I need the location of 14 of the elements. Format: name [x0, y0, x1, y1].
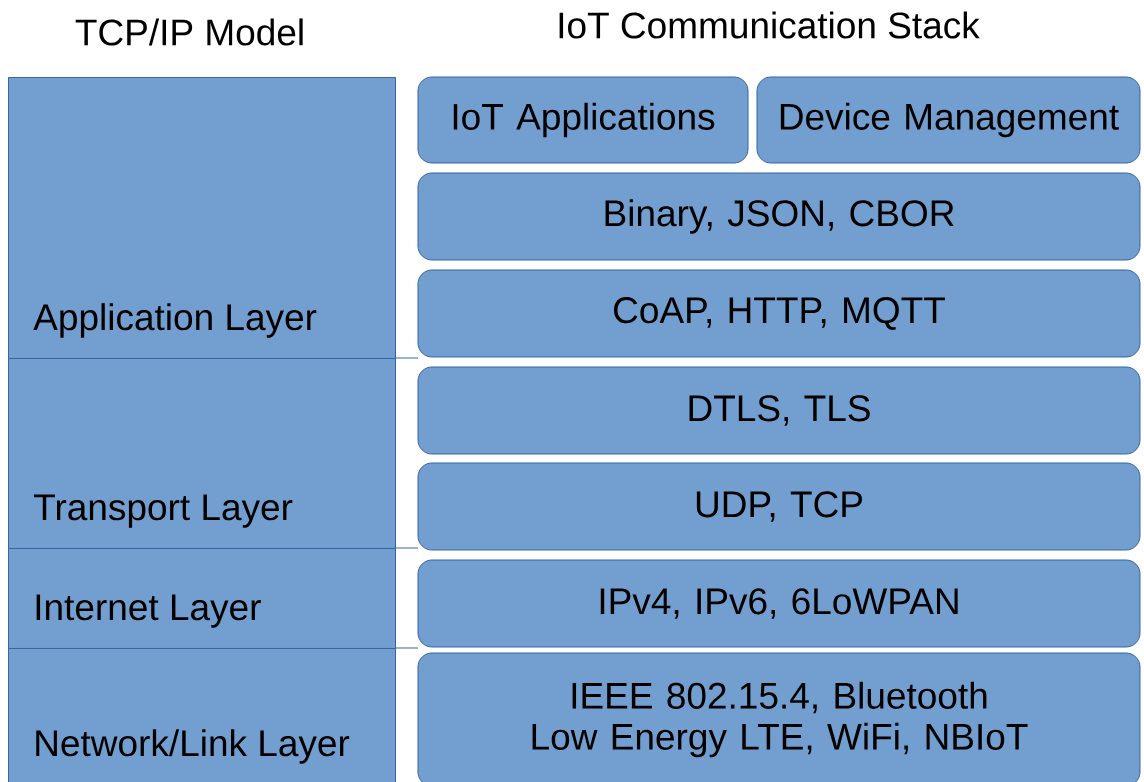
- protocol-box: IEEE 802.15.4, Bluetooth Low Energy LTE, WiFi, NBIoT: [417, 652, 1141, 782]
- protocol-box: IPv4, IPv6, 6LoWPAN: [417, 559, 1141, 648]
- node-label: Network/Link Layer: [36, 729, 350, 764]
- layer-band: Transport Layer: [8, 358, 396, 549]
- layer-band: Internet Layer: [8, 548, 396, 649]
- protocol-box: Binary, JSON, CBOR: [417, 172, 1141, 261]
- layer-band: Application Layer: [8, 77, 396, 359]
- protocol-box: IoT Applications: [417, 76, 749, 164]
- column-heading: IoT Communication Stack: [559, 11, 980, 39]
- protocol-box: CoAP, HTTP, MQTT: [417, 269, 1141, 358]
- protocol-box: UDP, TCP: [417, 462, 1141, 551]
- layer-band: Network/Link Layer: [8, 648, 396, 782]
- protocol-box: Device Management: [756, 76, 1141, 164]
- protocol-box: DTLS, TLS: [417, 366, 1141, 455]
